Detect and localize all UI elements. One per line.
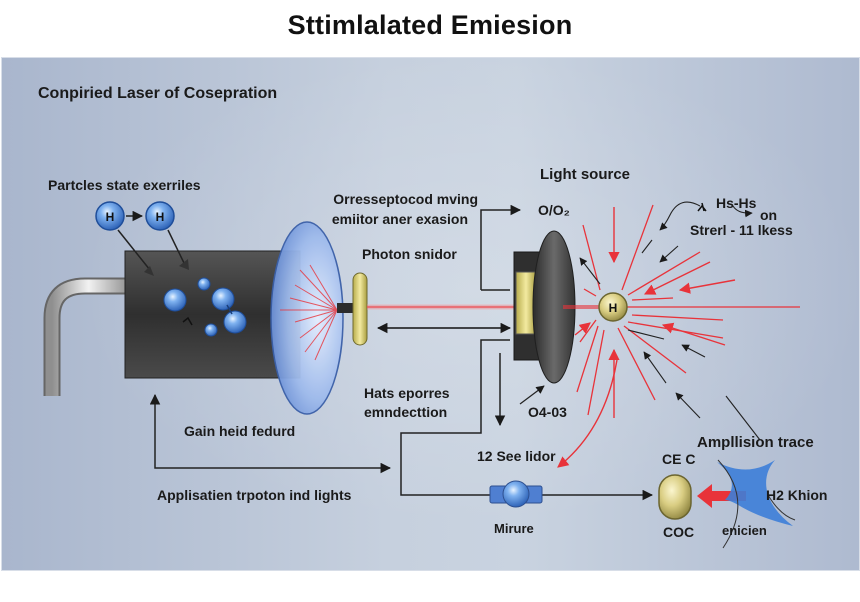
input-atom-2: H [145, 201, 175, 231]
label-o4-o3: O4-03 [528, 404, 567, 420]
label-coc: COC [663, 524, 695, 540]
label-mirure: Mirure [494, 521, 534, 536]
label-hats-line1: Hats eporres [364, 385, 450, 401]
diagram-title: Sttimlalated Emiesion [287, 10, 573, 40]
label-emitter-line1: Orresseptocod mving [333, 191, 478, 207]
gas-inlet-pipe [43, 277, 125, 396]
label-h2-khion: H2 Khion [766, 487, 828, 503]
photon-snidor-rod [352, 272, 368, 346]
diagram-panel [1, 57, 860, 571]
center-atom: H [598, 292, 628, 322]
label-emitter-line2: emiitor aner exasion [331, 211, 468, 227]
label-applisation: Applisatien trpoton ind lights [157, 487, 352, 503]
atom-label: H [156, 210, 165, 224]
label-photon-snidor: Photon snidor [362, 246, 457, 262]
atom-label: H [609, 301, 618, 315]
label-o-o2: O/O₂ [538, 202, 570, 218]
gold-capsule [658, 474, 692, 520]
label-cec: CE C [662, 451, 696, 467]
label-see-lidor: 12 See lidor [477, 448, 556, 464]
output-lens [270, 221, 344, 415]
mirror-component [489, 480, 543, 508]
label-gain: Gain heid fedurd [184, 423, 296, 439]
label-light-source: Light source [540, 166, 631, 183]
atom-label: H [106, 210, 115, 224]
lens-red-rays [280, 264, 338, 361]
label-on: on [760, 207, 778, 223]
label-particles: Partcles state exerriles [48, 177, 201, 193]
label-enicien: enicien [722, 523, 767, 538]
input-atom-1: H [95, 201, 125, 231]
excited-particles [163, 277, 247, 337]
label-strerl: Strerl - 11 lkess [690, 222, 793, 238]
light-source-emitter [513, 230, 576, 384]
label-hats-line2: emndecttion [364, 404, 448, 420]
label-amplision: Ampllision trace [697, 434, 814, 451]
amplification-trace-shape [717, 460, 793, 526]
label-hs-hs: Hs-Hs [716, 195, 757, 211]
red-feedback-arrow [697, 484, 746, 508]
subtitle: Conpiried Laser of Cosepration [38, 85, 278, 102]
